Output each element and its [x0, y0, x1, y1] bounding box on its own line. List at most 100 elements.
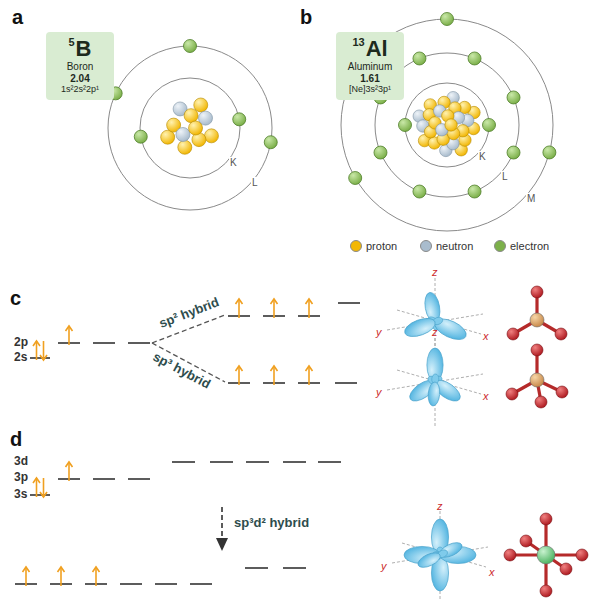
element-name: Aluminum: [344, 61, 396, 73]
axes: [392, 511, 488, 599]
electron: [233, 113, 246, 126]
orbital-label: 3s: [14, 488, 27, 501]
energy-level: [246, 461, 269, 463]
electron-spin-arrow: [236, 366, 243, 385]
shell-label: K: [478, 151, 487, 162]
energy-level: [318, 461, 341, 463]
nucleon: [176, 127, 190, 141]
electron-spin-arrow: [40, 478, 47, 497]
electron: [349, 172, 362, 185]
axis-label: x: [483, 390, 489, 402]
electron: [543, 146, 556, 159]
electron: [507, 91, 520, 104]
axis-label: y: [381, 560, 387, 572]
energy-level: [172, 461, 195, 463]
electron-shell: [108, 46, 272, 210]
electron: [184, 40, 197, 53]
hybrid-orbital: [402, 291, 469, 343]
energy-level: [128, 478, 150, 480]
energy-level: [283, 567, 306, 569]
molecule-model: [506, 344, 568, 408]
electron: [134, 130, 147, 143]
electron: [413, 52, 426, 65]
energy-level: [30, 494, 50, 496]
molecule-model: [507, 286, 567, 340]
electron-spin-arrow: [306, 299, 313, 318]
electron-spin-arrow: [33, 341, 40, 360]
energy-level: [245, 567, 268, 569]
electron-spin-arrow: [271, 299, 278, 318]
electronegativity: 2.04: [54, 73, 106, 85]
electron-spin-arrow: [58, 567, 65, 586]
electron: [468, 52, 481, 65]
legend-swatch: [350, 240, 362, 252]
electron: [441, 13, 454, 26]
energy-level: [93, 478, 115, 480]
electron: [468, 185, 481, 198]
orbital-label: 3p: [14, 471, 28, 484]
panel-letter: c: [10, 287, 21, 309]
electron-spin-arrow: [306, 366, 313, 385]
orbital-label: 2p: [14, 336, 28, 349]
electron-configuration: 1s²2s²2p¹: [54, 84, 106, 94]
energy-level: [30, 357, 50, 359]
element-card: 5BBoron2.041s²2s²2p¹: [46, 32, 114, 100]
electron-configuration: [Ne]3s²3p¹: [344, 84, 396, 94]
legend-text: neutron: [436, 240, 473, 252]
electron-shell: [140, 78, 240, 178]
electronegativity: 1.61: [344, 73, 396, 85]
energy-level: [120, 583, 142, 585]
atomic-number: 5: [68, 36, 74, 49]
electron: [483, 119, 496, 132]
energy-level: [128, 342, 150, 344]
legend-item: neutron: [420, 240, 473, 252]
axes: [387, 338, 483, 426]
nucleus: [161, 98, 219, 154]
electron: [507, 146, 520, 159]
element-card: 13AlAluminum1.61[Ne]3s²3p¹: [336, 32, 404, 100]
legend-item: proton: [350, 240, 397, 252]
shell-label: K: [229, 157, 238, 168]
legend-item: electron: [494, 240, 549, 252]
hybrid-orbital: [406, 348, 463, 406]
electron-shell: [405, 83, 489, 167]
legend-swatch: [420, 240, 432, 252]
nucleon: [189, 121, 203, 135]
panel-letter: d: [10, 428, 22, 450]
electron-spin-arrow: [66, 326, 73, 345]
axis-label: y: [376, 386, 382, 398]
atomic-number: 13: [352, 36, 364, 49]
panel-letter: a: [12, 6, 23, 28]
hybrid-dash: [221, 507, 223, 540]
energy-level: [155, 583, 177, 585]
energy-level: [283, 461, 306, 463]
energy-level: [210, 461, 233, 463]
electron-spin-arrow: [23, 567, 30, 586]
shell-label: L: [501, 171, 509, 182]
electron: [399, 119, 412, 132]
nucleon: [184, 109, 198, 123]
orbital-label: 2s: [14, 351, 27, 364]
hybrid-label: sp² hybrid: [155, 295, 223, 332]
shell-label: M: [526, 193, 536, 204]
electron-spin-arrow: [66, 462, 73, 481]
orbital-label: 3d: [14, 455, 28, 468]
energy-level: [190, 583, 212, 585]
element-symbol: B: [76, 36, 92, 61]
electron-spin-arrow: [40, 341, 47, 360]
nucleus: [413, 91, 480, 156]
panel-letter: b: [300, 6, 312, 28]
electron-spin-arrow: [271, 366, 278, 385]
axis-label: z: [432, 266, 438, 278]
electron-spin-arrow: [33, 478, 40, 497]
legend-text: electron: [510, 240, 549, 252]
axis-label: x: [483, 330, 489, 342]
element-symbol: Al: [366, 36, 388, 61]
hybrid-orbital: [404, 519, 476, 591]
axis-label: z: [432, 326, 438, 338]
nucleon: [194, 98, 208, 112]
electron: [413, 185, 426, 198]
energy-level: [93, 342, 115, 344]
energy-level: [335, 382, 357, 384]
electron-spin-arrow: [93, 567, 100, 586]
